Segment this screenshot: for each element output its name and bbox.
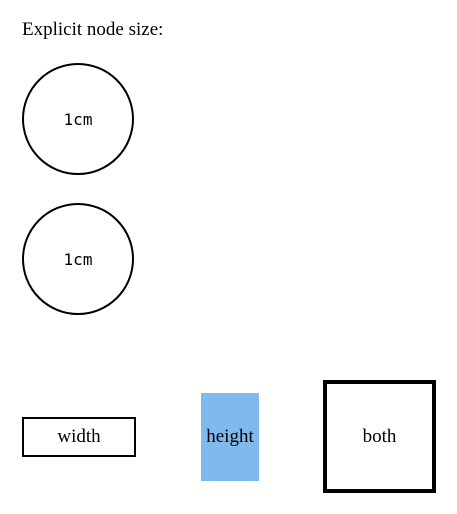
height-node: height xyxy=(201,393,259,481)
both-node-label: both xyxy=(362,425,397,447)
circle-node-1-label: 1cm xyxy=(63,109,93,129)
circle-node-2: 1cm xyxy=(22,203,134,315)
height-node-label: height xyxy=(206,426,254,447)
both-node: both xyxy=(323,380,436,493)
width-node: width xyxy=(22,417,136,457)
page-title: Explicit node size: xyxy=(22,19,164,40)
width-node-label: width xyxy=(57,426,101,447)
circle-node-1: 1cm xyxy=(22,63,134,175)
circle-node-2-label: 1cm xyxy=(63,249,93,269)
